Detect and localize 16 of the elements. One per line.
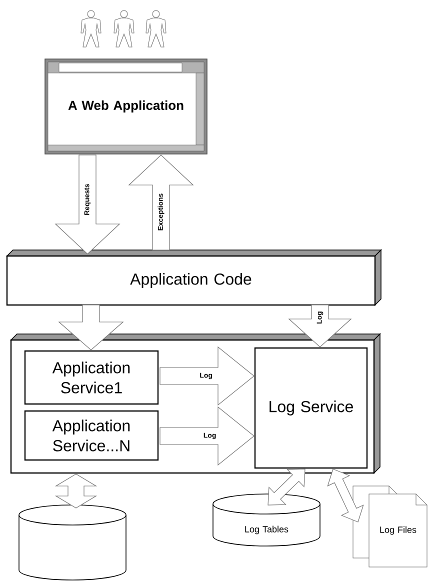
block-arrow: [58, 304, 124, 350]
browser-window: A Web Application: [44, 58, 208, 154]
block-arrow: [54, 154, 120, 254]
block-arrow: [268, 468, 306, 506]
service-box: Log Service: [254, 347, 368, 469]
block-arrow: [288, 304, 352, 348]
document-stack: Log Files: [352, 486, 428, 568]
database-cylinder: [18, 504, 126, 580]
block-arrow: [54, 474, 98, 508]
service-box: Application Service...N: [24, 410, 159, 461]
block-arrow: [327, 468, 364, 522]
block-arrow: [160, 406, 254, 466]
block-arrow: [160, 346, 254, 406]
layer-box: Application Code: [6, 249, 382, 306]
service-box: Application Service1: [24, 350, 159, 405]
database-cylinder: Log Tables: [212, 494, 320, 546]
